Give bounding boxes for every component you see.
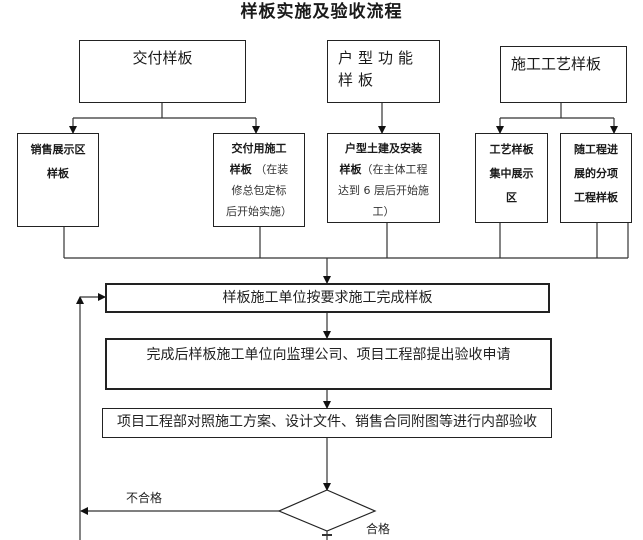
sub-line: 区 — [506, 191, 517, 204]
fail-label: 不合格 — [126, 491, 163, 505]
sub-note: 修总包定标 — [231, 184, 287, 197]
step-label: 完成后样板施工单位向监理公司、项目工程部提出验收申请 — [146, 347, 511, 363]
step-label: 项目工程部对照施工方案、设计文件、销售合同附图等进行内部验收 — [117, 414, 537, 430]
sub-line: 工艺样板 — [489, 143, 534, 156]
sub-line: 交付用施工 — [231, 142, 287, 155]
sub-note: 工） — [372, 205, 395, 218]
sub-line: 工程样板 — [574, 191, 618, 204]
step-box-internal-acceptance: 项目工程部对照施工方案、设计文件、销售合同附图等进行内部验收 — [102, 408, 552, 438]
sub-line: 展的分项 — [574, 167, 618, 180]
category-box-delivery-sample: 交付样板 — [79, 40, 246, 103]
sub-line: 样板 — [229, 163, 252, 176]
category-box-process-sample: 施工工艺样板 — [500, 46, 627, 103]
sub-line: 样板 — [47, 167, 69, 180]
sub-line: 集中展示 — [489, 167, 534, 180]
sub-line: 样板 — [339, 163, 362, 176]
sub-line: 户型土建及安装 — [345, 142, 422, 155]
step-label: 样板施工单位按要求施工完成样板 — [222, 290, 433, 306]
sub-note: 后开始实施） — [226, 205, 292, 218]
pass-label: 合格 — [366, 522, 391, 536]
sub-note: （在装 — [251, 163, 289, 176]
diagram-title: 样板实施及验收流程 — [240, 2, 403, 22]
category-label: 交付样板 — [132, 49, 193, 67]
sub-line: 随工程进 — [574, 143, 618, 156]
category-label: 施工工艺样板 — [511, 55, 602, 73]
step-box-submit-acceptance: 完成后样板施工单位向监理公司、项目工程部提出验收申请 — [105, 338, 552, 390]
step-box-construct-sample: 样板施工单位按要求施工完成样板 — [105, 283, 550, 313]
sub-box-progress-sample: 随工程进 展的分项 工程样板 — [560, 133, 632, 223]
sub-note: （在主体工程 — [361, 163, 428, 176]
category-box-unit-function-sample: 户型功能样板 — [327, 40, 440, 103]
sub-box-delivery-construction: 交付用施工 样板 （在装 修总包定标 后开始实施） — [213, 133, 305, 227]
sub-line: 销售展示区 — [30, 143, 86, 156]
sub-box-process-display-area: 工艺样板 集中展示 区 — [475, 133, 548, 223]
decision-diamond — [277, 489, 377, 532]
sub-box-sales-display: 销售展示区 样板 — [17, 133, 99, 227]
sub-note: 达到 6 层后开始施 — [338, 184, 429, 197]
sub-box-unit-civil-install: 户型土建及安装 样板（在主体工程 达到 6 层后开始施 工） — [327, 133, 440, 223]
category-label: 户型功能样板 — [338, 49, 419, 89]
